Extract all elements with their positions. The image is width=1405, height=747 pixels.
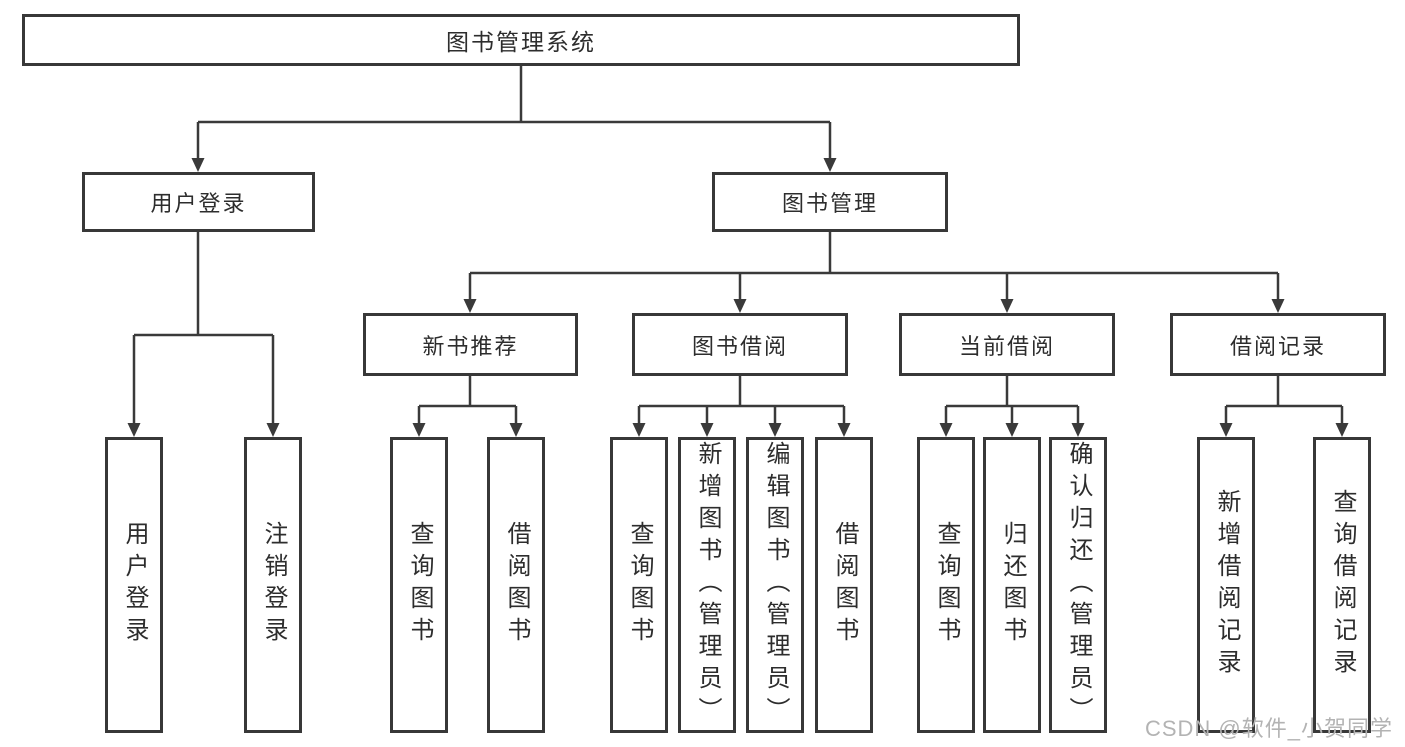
leaf-query-books-recommend: 查询图书 bbox=[390, 437, 448, 733]
node-user-login-label: 用户登录 bbox=[150, 191, 247, 216]
leaf-query-borrowing-record: 查询借阅记录 bbox=[1313, 437, 1371, 733]
node-book-management: 图书管理 bbox=[712, 172, 948, 232]
node-user-login: 用户登录 bbox=[82, 172, 315, 232]
node-borrowing-records-label: 借阅记录 bbox=[1229, 333, 1326, 359]
leaf-add-borrowing-record: 新增借阅记录 bbox=[1197, 437, 1255, 733]
leaf-user-login-label: 用户登录 bbox=[121, 521, 148, 649]
leaf-borrow-books-recommend-label: 借阅图书 bbox=[503, 521, 530, 649]
node-current-borrowing: 当前借阅 bbox=[899, 313, 1115, 376]
node-root: 图书管理系统 bbox=[22, 14, 1020, 66]
leaf-add-books-admin-label: 新增图书（管理员） bbox=[694, 441, 721, 729]
leaf-confirm-return-admin: 确认归还（管理员） bbox=[1049, 437, 1107, 733]
node-current-borrowing-label: 当前借阅 bbox=[958, 333, 1055, 359]
node-book-borrowing: 图书借阅 bbox=[632, 313, 848, 376]
node-new-book-recommendation: 新书推荐 bbox=[363, 313, 578, 376]
leaf-add-borrowing-record-label: 新增借阅记录 bbox=[1213, 489, 1240, 681]
leaf-borrow-books-label: 借阅图书 bbox=[831, 521, 858, 649]
leaf-borrow-books-recommend: 借阅图书 bbox=[487, 437, 545, 733]
leaf-user-login: 用户登录 bbox=[105, 437, 163, 733]
leaf-query-books-current-label: 查询图书 bbox=[933, 521, 960, 649]
leaf-query-borrowing-record-label: 查询借阅记录 bbox=[1329, 489, 1356, 681]
leaf-edit-books-admin-label: 编辑图书（管理员） bbox=[762, 441, 789, 729]
watermark: CSDN @软件_小贺同学 bbox=[1144, 716, 1393, 741]
leaf-logout: 注销登录 bbox=[244, 437, 302, 733]
node-book-borrowing-label: 图书借阅 bbox=[691, 333, 788, 359]
node-book-management-label: 图书管理 bbox=[781, 191, 878, 216]
leaf-query-books-current: 查询图书 bbox=[917, 437, 975, 733]
leaf-borrow-books: 借阅图书 bbox=[815, 437, 873, 733]
leaf-logout-label: 注销登录 bbox=[260, 521, 287, 649]
leaf-add-books-admin: 新增图书（管理员） bbox=[678, 437, 736, 733]
leaf-query-books-borrowing-label: 查询图书 bbox=[626, 521, 653, 649]
node-borrowing-records: 借阅记录 bbox=[1170, 313, 1386, 376]
leaf-edit-books-admin: 编辑图书（管理员） bbox=[746, 437, 804, 733]
leaf-return-books: 归还图书 bbox=[983, 437, 1041, 733]
node-root-label: 图书管理系统 bbox=[446, 29, 596, 55]
leaf-return-books-label: 归还图书 bbox=[999, 521, 1026, 649]
leaf-query-books-recommend-label: 查询图书 bbox=[406, 521, 433, 649]
node-new-book-recommendation-label: 新书推荐 bbox=[422, 333, 519, 359]
leaf-confirm-return-admin-label: 确认归还（管理员） bbox=[1065, 441, 1092, 729]
leaf-query-books-borrowing: 查询图书 bbox=[610, 437, 668, 733]
